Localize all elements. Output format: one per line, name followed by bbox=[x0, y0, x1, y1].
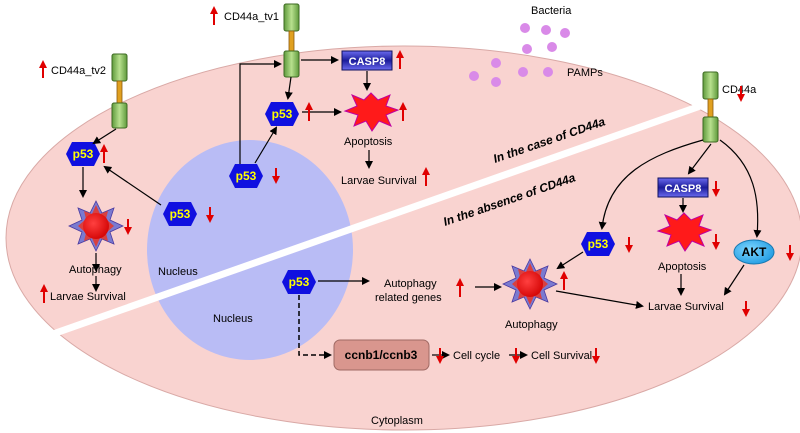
receptor-cd44a-tv2 bbox=[111, 53, 128, 129]
p53-node-tv2: p53 bbox=[66, 142, 100, 166]
cytoplasm-label: Cytoplasm bbox=[371, 415, 423, 427]
apoptosis-burst-right bbox=[656, 212, 713, 252]
svg-text:AKT: AKT bbox=[742, 245, 767, 259]
svg-text:CASP8: CASP8 bbox=[349, 56, 386, 68]
apoptosis-label-top: Apoptosis bbox=[344, 136, 393, 148]
black-arrows bbox=[79, 56, 762, 359]
casp8-box-right: CASP8 bbox=[657, 177, 709, 198]
svg-text:ccnb1/ccnb3: ccnb1/ccnb3 bbox=[345, 348, 418, 362]
autophagy-star-center bbox=[502, 258, 558, 310]
receptor-cd44a bbox=[702, 71, 719, 143]
svg-text:p53: p53 bbox=[588, 237, 609, 251]
cd44a-tv2-label: CD44a_tv2 bbox=[51, 65, 106, 77]
autophagy-label-center: Autophagy bbox=[505, 319, 558, 331]
svg-text:p53: p53 bbox=[272, 107, 293, 121]
svg-text:p53: p53 bbox=[73, 147, 94, 161]
apoptosis-label-right: Apoptosis bbox=[658, 261, 707, 273]
svg-text:p53: p53 bbox=[236, 169, 257, 183]
larvae-survival-label-left: Larvae Survival bbox=[50, 291, 126, 303]
larvae-survival-label-top: Larvae Survival bbox=[341, 175, 417, 187]
larvae-survival-label-right: Larvae Survival bbox=[648, 301, 724, 313]
nucleus-label-lower: Nucleus bbox=[213, 313, 253, 325]
casp8-box-top: CASP8 bbox=[341, 50, 393, 71]
p53-node-right: p53 bbox=[581, 232, 615, 256]
red-arrows bbox=[39, 6, 794, 364]
autophagy-genes-label-2: related genes bbox=[375, 292, 442, 304]
autophagy-genes-label-1: Autophagy bbox=[384, 278, 437, 290]
cell-survival-label: Cell Survival bbox=[531, 350, 592, 362]
svg-text:p53: p53 bbox=[289, 275, 310, 289]
nucleus-label-upper: Nucleus bbox=[158, 266, 198, 278]
cd44a-label: CD44a bbox=[722, 84, 757, 96]
ccnb-box: ccnb1/ccnb3 bbox=[333, 339, 430, 371]
p53-node-nucleus-left: p53 bbox=[163, 202, 197, 226]
svg-text:p53: p53 bbox=[170, 207, 191, 221]
p53-node-lower: p53 bbox=[282, 270, 316, 294]
dashed-arrow bbox=[298, 295, 332, 359]
akt-node: AKT bbox=[733, 239, 775, 265]
apoptosis-burst-top bbox=[343, 92, 400, 132]
receptor-cd44a-tv1 bbox=[283, 3, 300, 78]
bacteria-dots bbox=[469, 23, 570, 87]
cd44a-tv1-label: CD44a_tv1 bbox=[224, 11, 279, 23]
nucleus-shape bbox=[147, 140, 353, 360]
p53-node-tv1-upper: p53 bbox=[265, 102, 299, 126]
autophagy-star-left bbox=[68, 200, 124, 252]
p53-node-nucleus-mid: p53 bbox=[229, 164, 263, 188]
cell-cycle-label: Cell cycle bbox=[453, 350, 500, 362]
bacteria-label: Bacteria bbox=[531, 5, 572, 17]
divider-line bbox=[48, 81, 762, 339]
svg-text:CASP8: CASP8 bbox=[665, 183, 702, 195]
pamps-label: PAMPs bbox=[567, 67, 603, 79]
